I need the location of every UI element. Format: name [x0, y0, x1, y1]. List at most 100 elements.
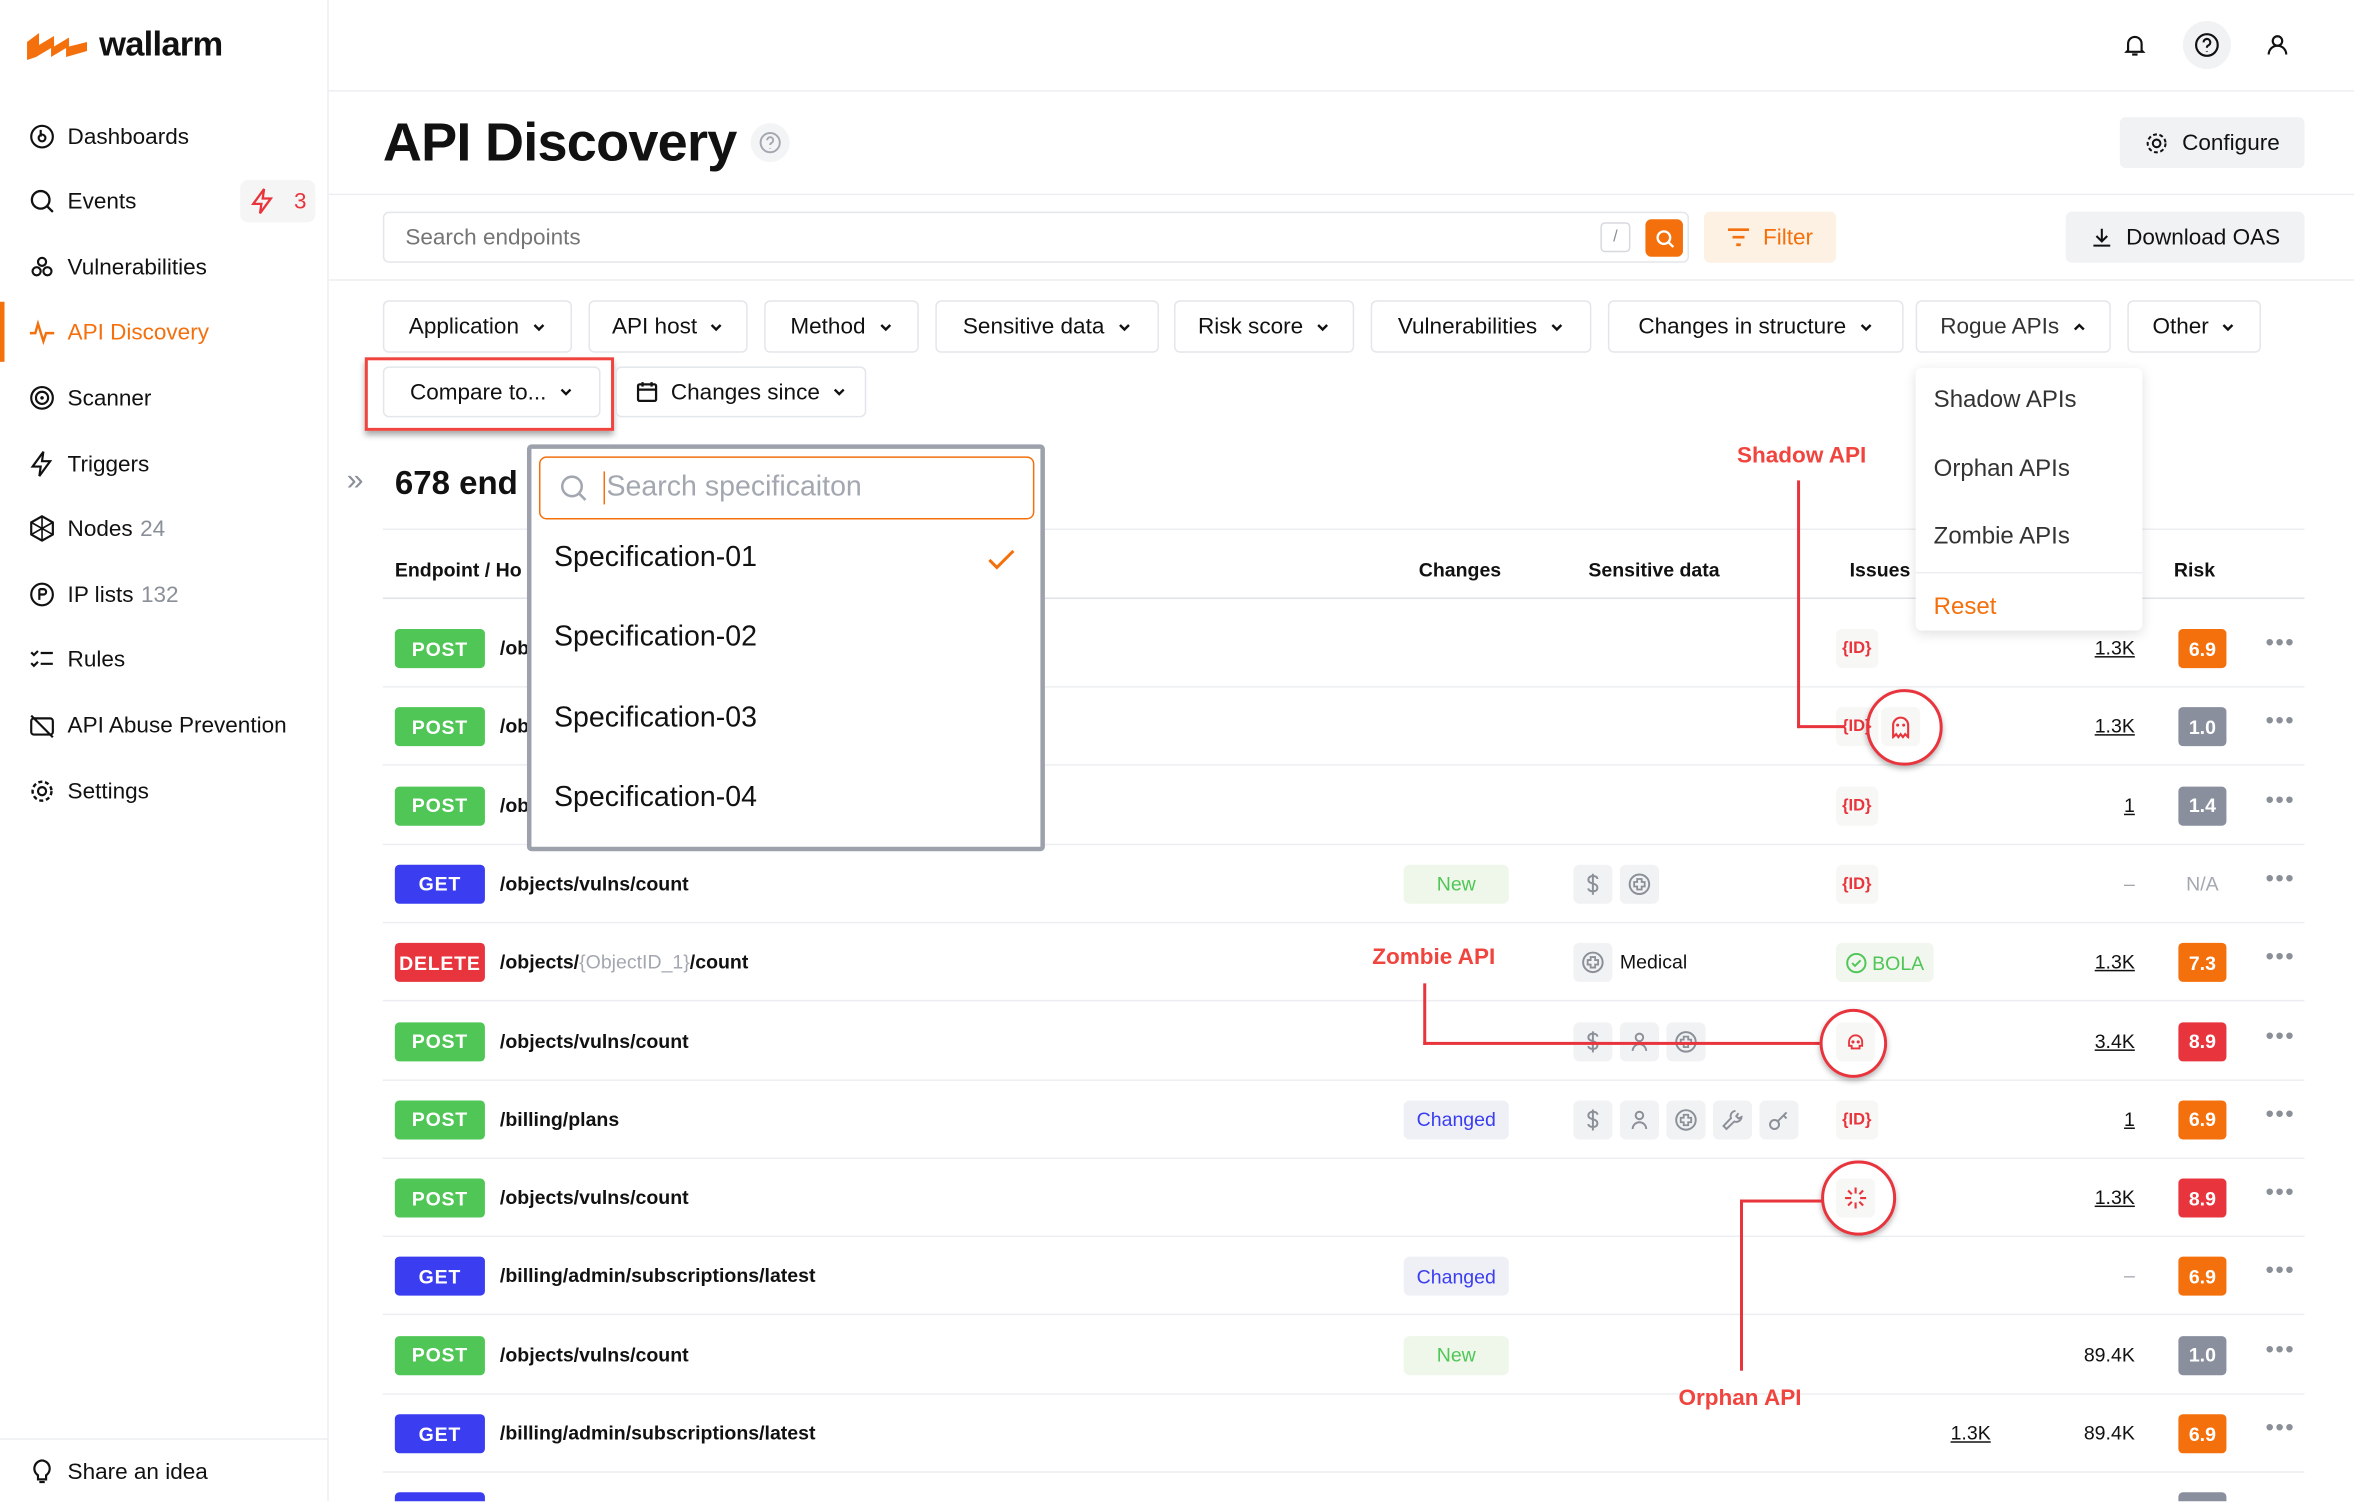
specification-search-input[interactable]: Search specificaiton [538, 456, 1035, 520]
id-issue-icon[interactable]: {ID} [1836, 1100, 1878, 1140]
filter-sensitive-data[interactable]: Sensitive data [935, 300, 1160, 353]
endpoint-path[interactable]: /objects/{ObjectID_1}/count [500, 951, 748, 974]
events-badge[interactable]: 3 [240, 180, 316, 223]
endpoint-path[interactable]: /ob [500, 794, 529, 817]
sidebar-item-triggers[interactable]: Triggers [0, 434, 329, 494]
more-actions-icon[interactable]: ••• [2265, 1337, 2296, 1363]
requests-count[interactable]: 1.3K [2094, 715, 2135, 738]
id-issue-icon[interactable]: {ID} [1836, 786, 1878, 826]
menu-item-shadow-apis[interactable]: Shadow APIs [1933, 387, 2077, 413]
sidebar-item-rules[interactable]: Rules [0, 629, 329, 689]
endpoint-path[interactable]: /ob [500, 637, 529, 660]
reset-button[interactable]: Reset [1933, 594, 1997, 621]
title-help-icon[interactable] [750, 123, 790, 163]
sidebar-item-label: Vulnerabilities [67, 254, 207, 280]
table-row[interactable]: GET••• [383, 1473, 2305, 1502]
risk-score: 1.0 [2178, 707, 2227, 747]
more-actions-icon[interactable]: ••• [2265, 944, 2296, 971]
filter-vulnerabilities[interactable]: Vulnerabilities [1370, 300, 1592, 353]
more-actions-icon[interactable]: ••• [2265, 1494, 2295, 1501]
specification-option[interactable]: Specification-04 [553, 782, 757, 814]
more-actions-icon[interactable]: ••• [2265, 787, 2296, 814]
changes-since-dropdown[interactable]: Changes since [615, 366, 867, 418]
requests-count[interactable]: 3.4K [2094, 1029, 2135, 1052]
column-header-sensitive-data[interactable]: Sensitive data [1588, 558, 1720, 582]
requests-count[interactable]: 1.3K [2094, 950, 2135, 974]
divider [1915, 571, 2143, 574]
download-label: Download OAS [2126, 224, 2281, 250]
more-actions-icon[interactable]: ••• [2265, 866, 2296, 892]
column-header-issues[interactable]: Issues [1849, 558, 1911, 582]
notifications-button[interactable] [2111, 21, 2159, 69]
more-actions-icon[interactable]: ••• [2265, 630, 2296, 657]
more-actions-icon[interactable]: ••• [2265, 1101, 2296, 1128]
check-circle-icon [1846, 952, 1867, 973]
endpoint-path[interactable]: /objects/vulns/count [500, 872, 689, 895]
sidebar-item-api-abuse-prevention[interactable]: API Abuse Prevention [0, 695, 329, 755]
sidebar-item-api-discovery[interactable]: API Discovery [0, 301, 329, 362]
download-oas-button[interactable]: Download OAS [2065, 211, 2305, 263]
endpoint-path[interactable]: /ob [500, 715, 529, 738]
specification-option[interactable]: Specification-03 [553, 701, 757, 734]
search-endpoints-input[interactable] [382, 211, 1689, 263]
more-actions-icon[interactable]: ••• [2265, 1023, 2296, 1049]
column-header-endpoint[interactable]: Endpoint / Ho [394, 558, 522, 582]
configure-button[interactable]: Configure [2119, 117, 2305, 169]
sidebar-item-vulnerabilities[interactable]: Vulnerabilities [0, 237, 329, 297]
column-header-changes[interactable]: Changes [1418, 558, 1502, 582]
endpoint-path[interactable]: /objects/vulns/count [500, 1029, 689, 1052]
endpoint-path[interactable]: /objects/vulns/count [500, 1343, 689, 1366]
filter-risk-score[interactable]: Risk score [1174, 300, 1355, 353]
search-button[interactable] [1645, 219, 1683, 257]
id-issue-icon[interactable]: {ID} [1836, 864, 1878, 904]
more-actions-icon[interactable]: ••• [2265, 709, 2296, 735]
filter-application[interactable]: Application [382, 300, 572, 353]
sidebar-item-dashboards[interactable]: Dashboards [0, 107, 329, 167]
more-actions-icon[interactable]: ••• [2265, 1415, 2296, 1442]
endpoint-path[interactable]: /billing/plans [500, 1108, 619, 1131]
profile-button[interactable] [2253, 21, 2301, 69]
column-header-risk[interactable]: Risk [2173, 558, 2216, 582]
id-issue-icon[interactable]: {ID} [1836, 629, 1878, 669]
sidebar-item-scanner[interactable]: Scanner [0, 368, 329, 428]
hits-count[interactable]: 1.3K [1950, 1421, 1991, 1445]
filter-method[interactable]: Method [764, 300, 919, 353]
filter-changes-in-structure[interactable]: Changes in structure [1607, 300, 1904, 353]
specification-option[interactable]: Specification-01 [553, 541, 757, 574]
requests-count[interactable]: 1 [2123, 793, 2135, 817]
requests-count[interactable]: 1.3K [2094, 1186, 2135, 1209]
endpoint-path[interactable]: /billing/admin/subscriptions/latest [500, 1422, 816, 1445]
more-actions-icon[interactable]: ••• [2265, 1180, 2296, 1206]
expand-panel-icon[interactable]: » [346, 463, 364, 497]
specification-option[interactable]: Specification-02 [553, 621, 757, 654]
requests-count[interactable]: 1.3K [2094, 636, 2135, 660]
endpoint-path[interactable]: /billing/admin/subscriptions/latest [500, 1265, 816, 1288]
menu-item-orphan-apis[interactable]: Orphan APIs [1933, 456, 2070, 482]
filter-rogue-apis[interactable]: Rogue APIs [1915, 300, 2111, 353]
share-idea-link[interactable]: Share an idea [0, 1441, 329, 1501]
compare-to-dropdown[interactable]: Compare to... [382, 366, 601, 418]
endpoint-path[interactable]: /objects/vulns/count [500, 1186, 689, 1209]
filter-button[interactable]: Filter [1703, 211, 1837, 263]
filter-other[interactable]: Other [2127, 300, 2261, 353]
more-actions-icon[interactable]: ••• [2265, 1258, 2296, 1285]
menu-item-zombie-apis[interactable]: Zombie APIs [1933, 523, 2070, 550]
requests-count[interactable]: 1 [2123, 1107, 2135, 1131]
help-button[interactable] [2182, 21, 2231, 70]
sidebar-item-settings[interactable]: Settings [0, 761, 329, 821]
filter-api-host[interactable]: API host [588, 300, 748, 353]
wallarm-logo[interactable]: wallarm [27, 24, 223, 65]
